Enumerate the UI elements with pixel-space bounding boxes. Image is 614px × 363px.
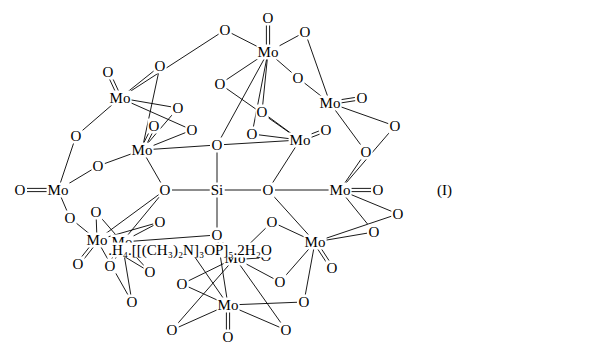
atom-label: O [154, 215, 167, 230]
bond-line [172, 190, 210, 191]
bond-line [334, 109, 362, 147]
bond-line [224, 140, 293, 144]
atom-label: O [90, 205, 103, 220]
atom-label: O [360, 145, 373, 160]
atom-label: Mo [109, 91, 132, 106]
atom-label: Si [210, 183, 225, 198]
atom-label: O [211, 138, 224, 153]
bond-line [147, 113, 174, 144]
bond-line [194, 256, 224, 299]
bond-line [126, 34, 219, 94]
bond-line [346, 193, 391, 212]
bond-line [226, 312, 227, 330]
bond-line [112, 78, 118, 91]
bond-line [344, 195, 369, 226]
atom-label: O [159, 183, 172, 198]
bond-line [285, 247, 311, 276]
bond-line [81, 103, 114, 132]
atom-label: O [256, 105, 269, 120]
bond-line [344, 158, 362, 184]
atom-label: Mo [289, 133, 312, 148]
bond-line [229, 312, 230, 330]
atom-label: Mo [304, 235, 327, 250]
atom-label: O [299, 25, 312, 40]
atom-label: O [144, 265, 157, 280]
bond-line [96, 219, 98, 233]
atom-label: O [368, 225, 381, 240]
atom-label: O [92, 159, 105, 174]
bond-line [224, 190, 261, 191]
bond-line [272, 146, 296, 184]
atom-label: .H₄.[[(CH₃)₂N]₃OP]₅.2H₂O [107, 243, 272, 258]
atom-label: O [320, 123, 333, 138]
atom-label: Mo [131, 143, 154, 158]
atom-label: O [298, 295, 311, 310]
atom-label: O [246, 127, 259, 142]
atom-label: O [176, 277, 189, 292]
bond-line [266, 25, 267, 45]
atom-label: O [280, 323, 293, 338]
bond-line [345, 131, 391, 184]
atom-label: O [126, 295, 139, 310]
atom-label: O [219, 23, 232, 38]
atom-label: Mo [329, 183, 352, 198]
formula-label: (I) [436, 183, 453, 198]
atom-label: O [102, 65, 115, 80]
bond-line [226, 56, 262, 80]
bond-line [177, 263, 231, 324]
atom-label: O [148, 119, 161, 134]
bond-line [127, 99, 171, 107]
bond-line [145, 156, 161, 184]
atom-label: O [392, 207, 405, 222]
bond-line [60, 143, 74, 184]
bond-line [337, 105, 389, 123]
bond-line [275, 190, 333, 191]
atom-label: O [262, 11, 275, 26]
atom-label: Mo [86, 233, 109, 248]
bond-line [61, 196, 67, 211]
atom-label: O [222, 330, 235, 345]
bond-line [178, 308, 221, 327]
bond-line [269, 25, 270, 45]
atom-label: O [72, 257, 85, 272]
bond-line [239, 264, 282, 325]
atom-label: O [214, 77, 227, 92]
bond-line [129, 236, 210, 242]
atom-label: O [186, 123, 199, 138]
bond-line [148, 133, 185, 148]
atom-label: O [266, 215, 279, 230]
atom-label: Mo [319, 96, 342, 111]
bond-line [235, 302, 297, 304]
atom-label: O [166, 323, 179, 338]
bond-line [84, 246, 94, 259]
atom-label: O [104, 259, 117, 274]
bond-line [322, 233, 367, 241]
atom-label: O [356, 91, 369, 106]
atom-label: O [172, 101, 185, 116]
atom-label: O [64, 211, 77, 226]
atom-label: O [389, 119, 402, 134]
atom-label: O [262, 183, 275, 198]
bond-line [149, 145, 210, 149]
atom-label: O [70, 129, 83, 144]
bond-line [305, 249, 313, 295]
atom-label: O [211, 228, 224, 243]
atom-label: Mo [217, 298, 240, 313]
atom-label: Mo [257, 45, 280, 60]
bond-line [322, 216, 392, 240]
atom-label: O [274, 275, 287, 290]
atom-label: O [14, 183, 27, 198]
bond-line [217, 152, 218, 183]
atom-label: O [292, 71, 305, 86]
atom-label: O [326, 261, 339, 276]
bond-line [217, 197, 218, 228]
atom-label: O [154, 59, 167, 74]
atom-label: O [372, 183, 385, 198]
atom-label: Mo [47, 183, 70, 198]
